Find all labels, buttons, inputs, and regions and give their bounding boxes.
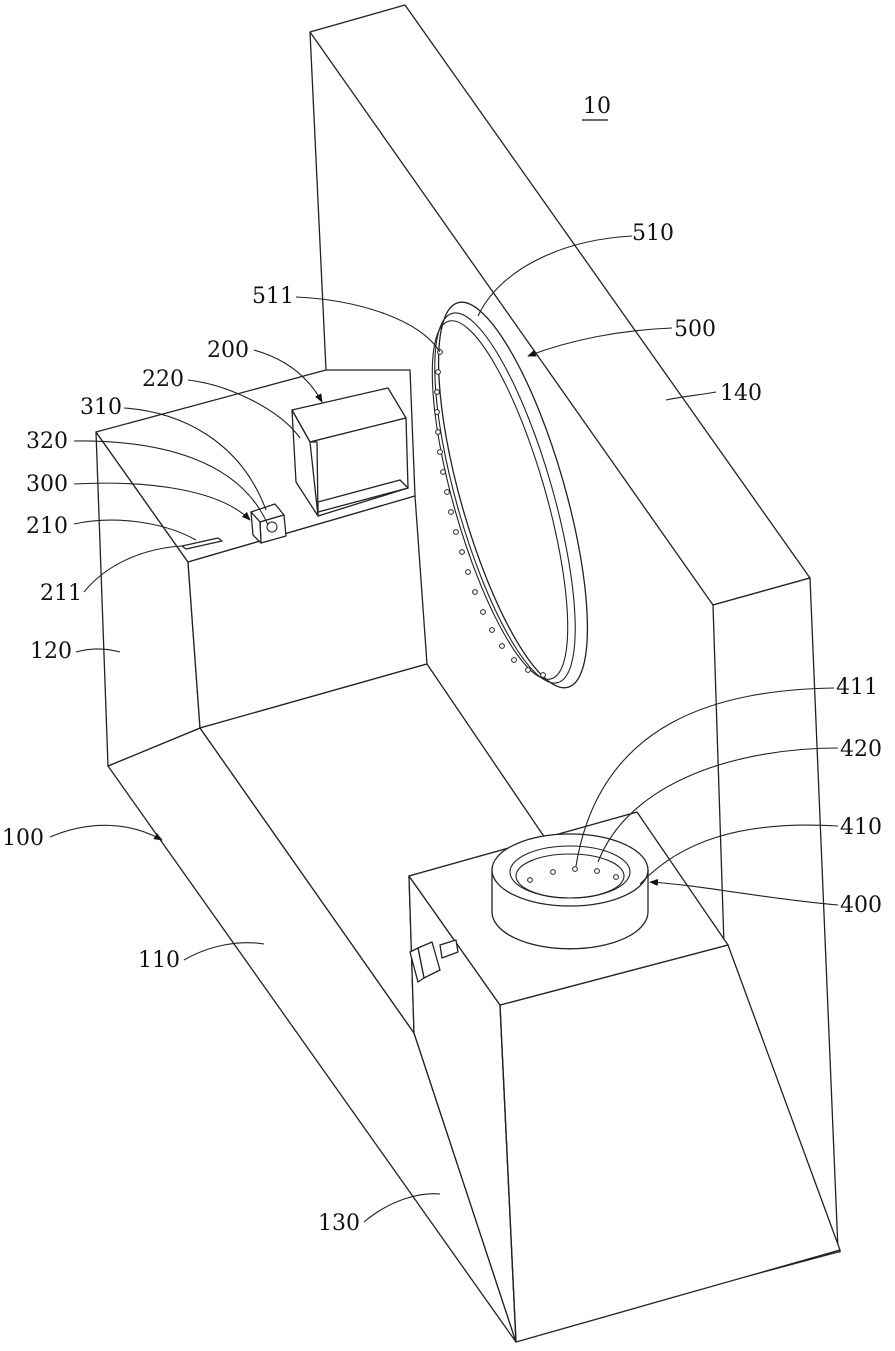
label-411: 411 — [836, 675, 878, 700]
label-510: 510 — [632, 221, 674, 246]
label-320: 320 — [26, 429, 68, 454]
label-500: 500 — [674, 317, 716, 342]
label-420: 420 — [840, 737, 882, 762]
label-511: 511 — [252, 284, 294, 309]
label-300: 300 — [26, 472, 68, 497]
label-310: 310 — [80, 395, 122, 420]
label-220: 220 — [142, 367, 184, 392]
label-211: 211 — [40, 581, 82, 606]
label-140: 140 — [720, 381, 762, 406]
cup-400 — [492, 834, 648, 949]
label-100: 100 — [2, 826, 44, 851]
label-200: 200 — [207, 338, 249, 363]
label-210: 210 — [26, 514, 68, 539]
label-130: 130 — [318, 1211, 360, 1236]
label-410: 410 — [840, 815, 882, 840]
label-400: 400 — [840, 893, 882, 918]
label-10: 10 — [583, 94, 611, 119]
label-120: 120 — [30, 639, 72, 664]
label-110: 110 — [138, 948, 180, 973]
